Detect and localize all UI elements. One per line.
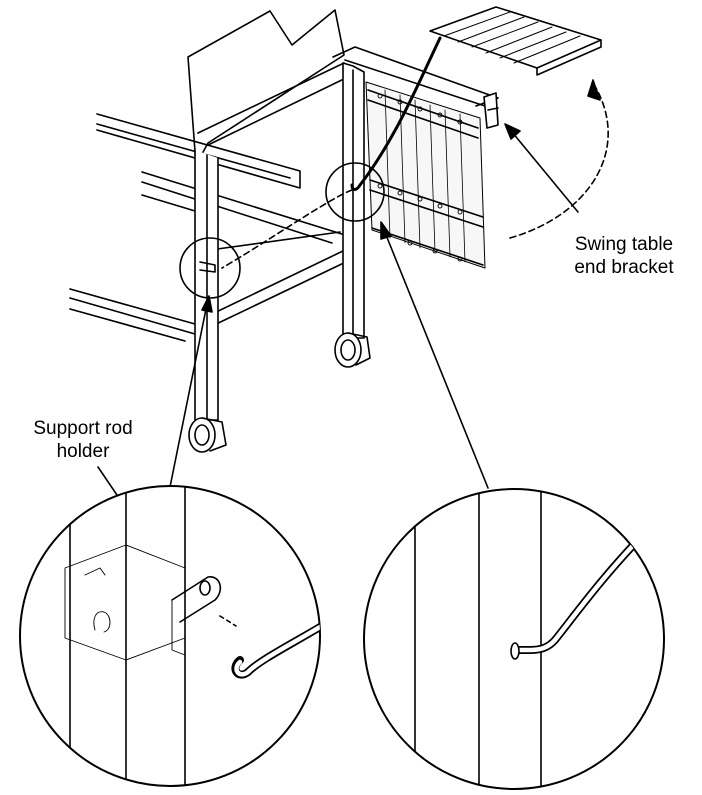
arrow-swing-label (511, 131, 579, 213)
arrow-to-left-detail-head (201, 295, 213, 313)
label-swing-line2: end bracket (574, 257, 674, 278)
label-swing-line1: Swing table (574, 234, 674, 255)
arrow-to-left-detail (169, 303, 208, 488)
lower-shelf-frame (194, 231, 351, 328)
left-rail-middle (141, 171, 346, 244)
swing-table-end-bracket (483, 92, 499, 129)
swing-motion-arc (509, 87, 609, 239)
detail-right-contents (414, 489, 644, 789)
holder-marker-tab (199, 261, 216, 273)
arrow-to-right-detail-head (380, 221, 392, 240)
right-caster (334, 332, 371, 368)
grill-cart-overview (69, 6, 609, 593)
label-swing-table-end-bracket: Swing table end bracket (563, 233, 685, 279)
detail-circle-left (19, 485, 321, 787)
detail-left-contents (64, 486, 320, 786)
top-left-frame (197, 62, 351, 146)
arrow-to-right-detail (383, 229, 489, 489)
detail-circle-right (363, 488, 665, 790)
label-rod-line1: Support rod (33, 418, 133, 439)
label-rod-line2: holder (56, 441, 110, 462)
left-caster (188, 417, 227, 453)
grill-lid (187, 9, 345, 166)
arrow-swing-label-head (504, 123, 521, 140)
folded-side-panel (365, 81, 486, 269)
swing-motion-arrowhead (587, 79, 601, 101)
swing-table-top (429, 6, 602, 76)
left-rail-lower (69, 288, 196, 342)
detail-marker-rod-end (325, 162, 385, 222)
label-support-rod-holder: Support rod holder (20, 417, 146, 463)
